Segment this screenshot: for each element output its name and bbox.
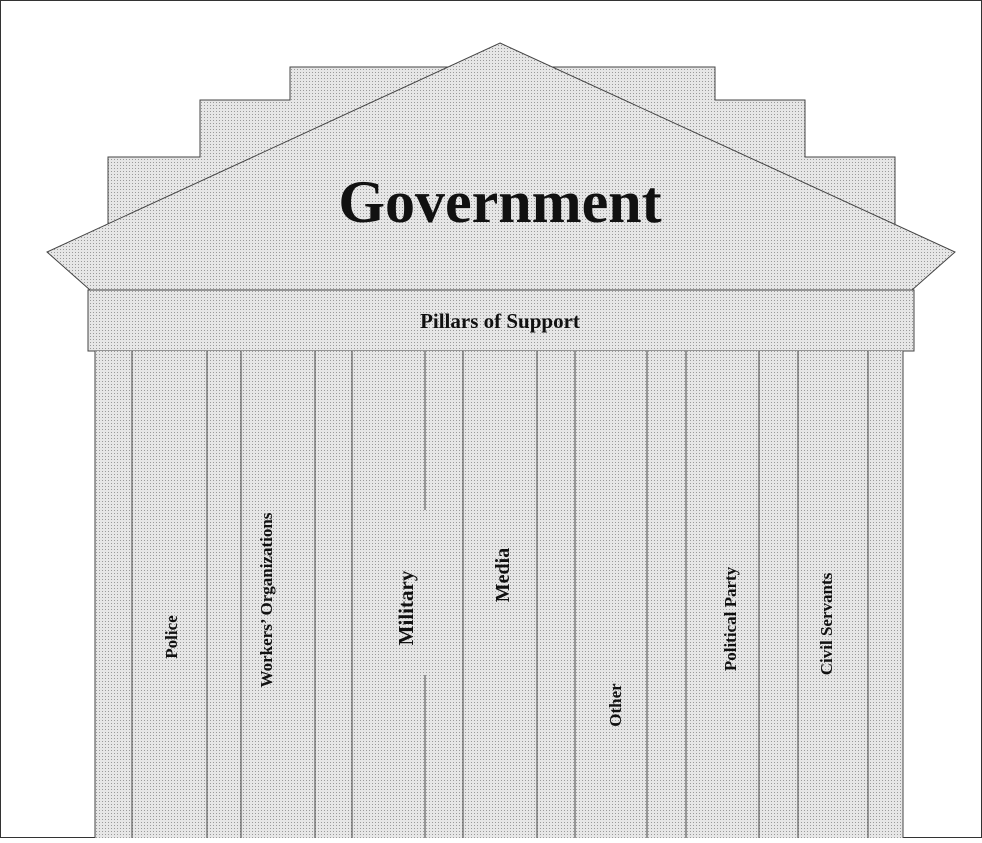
diagram-title: Government <box>338 169 661 235</box>
pillar-label-political-party: Political Party <box>721 566 740 671</box>
pillar-label-media: Media <box>492 548 514 602</box>
banner-label: Pillars of Support <box>420 309 580 333</box>
banner-beam <box>87 289 915 352</box>
columns-area <box>95 351 903 838</box>
pillar-label-police: Police <box>162 615 181 659</box>
pillar-label-civil-servants: Civil Servants <box>817 572 836 675</box>
pillar-label-other: Other <box>606 683 625 727</box>
pillar-label-military: Military <box>394 570 418 645</box>
pillar-label-workers-organizations: Workers’ Organizations <box>257 512 276 687</box>
